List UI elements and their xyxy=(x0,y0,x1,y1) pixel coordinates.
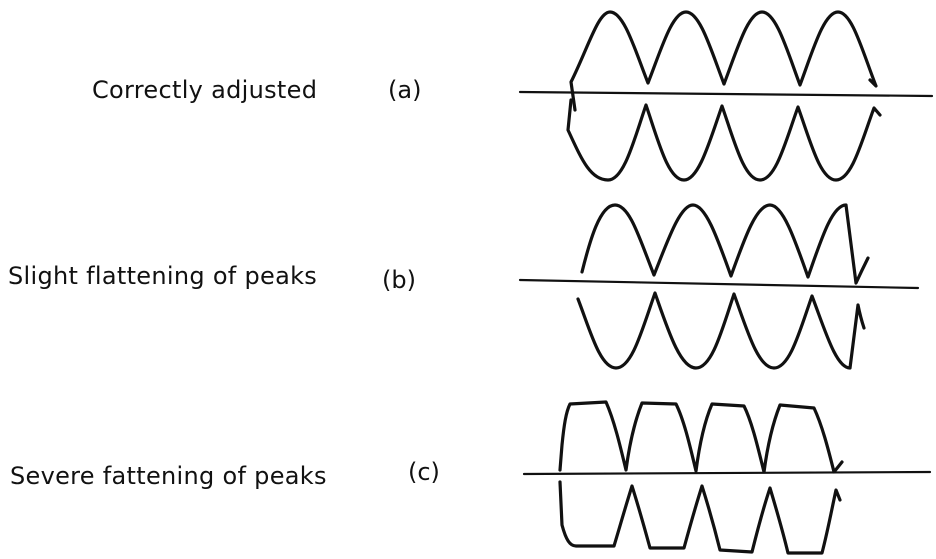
row-tag-a: (a) xyxy=(388,76,422,104)
upper-trace-b xyxy=(580,203,870,285)
row-label-c: Severe fattening of peaks xyxy=(10,462,327,490)
upper-trace-a xyxy=(569,10,878,112)
lower-trace-c xyxy=(558,480,842,555)
baseline-a xyxy=(518,90,934,98)
waveform-b xyxy=(518,203,920,370)
lower-trace-a xyxy=(566,98,882,182)
baseline-c xyxy=(522,470,932,476)
upper-trace-c xyxy=(558,400,844,474)
lower-trace-b xyxy=(576,291,866,370)
row-tag-c: (c) xyxy=(408,458,440,486)
waveform-a xyxy=(518,10,934,182)
baseline-b xyxy=(518,278,920,290)
row-label-b: Slight flattening of peaks xyxy=(8,262,318,290)
row-tag-b: (b) xyxy=(382,266,416,294)
waveform-c xyxy=(522,400,932,555)
row-label-a: Correctly adjusted xyxy=(92,76,318,104)
